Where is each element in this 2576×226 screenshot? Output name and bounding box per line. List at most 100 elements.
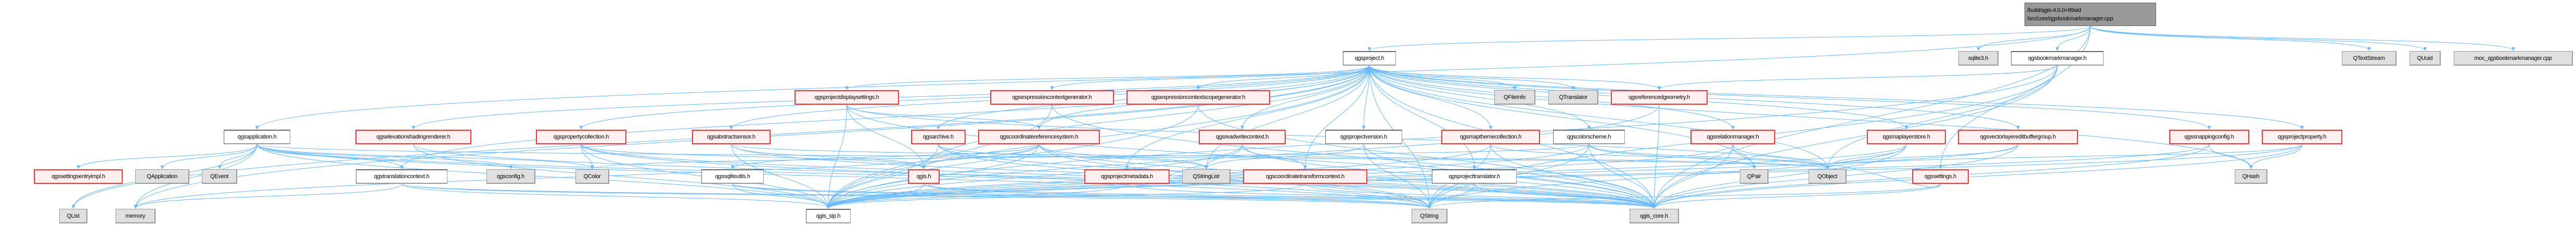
node-elev[interactable]: qgselevationshadingrenderer.h: [355, 130, 471, 144]
edge-cs-to-core: [1588, 144, 1656, 209]
node-qlist[interactable]: QList: [59, 209, 87, 223]
node-bm[interactable]: qgsbookmarkmanager.h: [2011, 51, 2104, 66]
node-tctx[interactable]: qgstranslationcontext.h: [356, 169, 447, 184]
edge-settings-to-qstring: [1428, 183, 1941, 209]
edge-proj-to-tctx: [400, 65, 1370, 169]
node-sqlite[interactable]: sqlite3.h: [1958, 51, 1998, 66]
edge-mls-to-qstring: [1428, 144, 1907, 209]
edge-mls-to-sip: [826, 144, 1907, 209]
node-pver[interactable]: qgsprojectversion.h: [1325, 130, 1402, 144]
edge-ctc-to-sip: [826, 183, 1305, 209]
node-moc[interactable]: moc_qgsbookmarkmanager.cpp: [2454, 51, 2573, 66]
edge-pds-to-qgis: [847, 104, 926, 169]
node-mtc[interactable]: qgsmapthemecollection.h: [1441, 130, 1540, 144]
edge-ecsg-to-sip: [826, 104, 1199, 209]
node-refgeom[interactable]: qgsreferencedgeometry.h: [1611, 90, 1708, 105]
node-pds[interactable]: qgsprojectdisplaysettings.h: [794, 90, 899, 105]
node-qsl[interactable]: QStringList: [1182, 169, 1231, 184]
edge-ctc-to-core: [1305, 183, 1656, 209]
edge-abs-to-qgis: [731, 144, 926, 169]
edge-tctx-to-core: [401, 183, 1656, 209]
node-abs[interactable]: qgsabstractsensor.h: [692, 130, 771, 144]
edge-proj-to-ecg: [1050, 65, 1370, 90]
node-qtr[interactable]: QTranslator: [1548, 90, 1598, 105]
edge-relm-to-core: [1652, 144, 1733, 209]
node-ctc[interactable]: qgscoordinatetransformcontext.h: [1243, 169, 1367, 184]
node-velb[interactable]: qgsvectorlayereditbuffergroup.h: [1958, 130, 2078, 144]
node-app[interactable]: qgsapplication.h: [224, 130, 290, 144]
edge-proj-to-qfi: [1369, 65, 1517, 90]
edge-rwc-to-sip: [826, 144, 1242, 209]
edge-crs-to-sqlu: [730, 144, 1040, 169]
edge-bm-to-core: [1652, 65, 2058, 209]
edge-proj-to-refgeom: [1369, 65, 1661, 90]
node-relm[interactable]: qgsrelationmanager.h: [1690, 130, 1775, 144]
node-sset[interactable]: qgssettingsentryimpl.h: [34, 169, 123, 184]
node-cs[interactable]: qgscolorscheme.h: [1553, 130, 1625, 144]
edge-proj-to-qtr: [1369, 65, 1575, 90]
edge-ptr-to-qstring: [1428, 183, 1475, 209]
edge-settings-to-qobj: [1826, 165, 1941, 187]
edge-ecg-to-sip: [826, 104, 1053, 209]
node-qevent[interactable]: QEvent: [202, 169, 237, 184]
node-qpair[interactable]: QPair: [1740, 169, 1768, 184]
node-qobj[interactable]: QObject: [1809, 169, 1847, 184]
edge-proj-to-qsl: [1204, 65, 1370, 169]
edge-rwc-to-qsl: [1204, 144, 1242, 169]
node-settings[interactable]: qgssettings.h: [1912, 169, 1969, 184]
edge-proj-to-rwc: [1240, 65, 1370, 130]
edge-abs-to-sip: [731, 144, 830, 209]
node-pprop[interactable]: qgsprojectproperty.h: [2262, 130, 2342, 144]
edge-pds-to-crs: [847, 104, 1041, 130]
node-qcolor[interactable]: QColor: [575, 169, 609, 184]
edge-refgeom-to-sip: [826, 104, 1660, 209]
node-arch[interactable]: qgsarchive.h: [911, 130, 966, 144]
edge-proj-to-propcoll: [579, 65, 1370, 130]
edge-propcoll-to-qgis: [581, 144, 926, 169]
node-sqlu[interactable]: qgssqliteutils.h: [701, 169, 764, 184]
node-pmeta[interactable]: qgsprojectmetadata.h: [1084, 169, 1170, 184]
edge-proj-to-pds: [845, 65, 1370, 90]
node-ptr[interactable]: qgsprojecttranslator.h: [1432, 169, 1517, 184]
edge-main-to-quuid: [2090, 26, 2427, 51]
edge-ptr-to-core: [1474, 183, 1656, 209]
edge-qgis-to-sip: [826, 183, 924, 209]
node-sip[interactable]: qgis_sip.h: [806, 209, 851, 223]
node-mls[interactable]: qgsmaplayerstore.h: [1867, 130, 1946, 144]
node-ecsg[interactable]: qgsexpressioncontextscopegenerator.h: [1126, 90, 1270, 105]
node-qhash[interactable]: QHash: [2235, 169, 2267, 184]
node-qfi[interactable]: QFileInfo: [1494, 90, 1535, 105]
node-rwc[interactable]: qgsreadwritecontext.h: [1199, 130, 1286, 144]
node-qts[interactable]: QTextStream: [2342, 51, 2396, 66]
edge-tctx-to-sip: [401, 183, 830, 209]
root-label-line: /src/core/qgsbookmarkmanager.cpp: [2027, 15, 2113, 22]
node-core[interactable]: qgis_core.h: [1630, 209, 1679, 223]
edge-pver-to-qstring: [1363, 144, 1431, 209]
edge-main-to-bm: [2055, 26, 2091, 51]
node-qstring[interactable]: QString: [1412, 209, 1447, 223]
node-quuid[interactable]: QUuid: [2410, 51, 2441, 66]
edge-bm-to-qobj: [1826, 65, 2058, 169]
edge-proj-to-ctc: [1303, 65, 1370, 169]
node-crs[interactable]: qgscoordinatereferencesystem.h: [978, 130, 1100, 144]
edge-mtc-to-qobj: [1490, 144, 1829, 169]
node-qgis[interactable]: qgis.h: [908, 169, 940, 184]
edge-mls-to-qobj: [1826, 144, 1907, 169]
node-proj[interactable]: qgsproject.h: [1343, 51, 1396, 66]
edge-proj-to-mtc: [1369, 65, 1493, 130]
node-qapp[interactable]: QApplication: [135, 169, 189, 184]
node-ecg[interactable]: qgsexpressioncontextgenerator.h: [990, 90, 1114, 105]
node-config[interactable]: qgsconfig.h: [486, 169, 535, 184]
node-snap[interactable]: qgssnappingconfig.h: [2169, 130, 2249, 144]
edge-tctx-to-memory: [134, 183, 402, 209]
edge-ecsg-to-core: [1198, 104, 1656, 209]
edge-ecg-to-core: [1052, 104, 1656, 209]
edge-cs-to-qcolor: [591, 144, 1590, 169]
edge-proj-to-cs: [1369, 65, 1591, 130]
node-propcoll[interactable]: qgspropertycollection.h: [536, 130, 626, 144]
edge-abs-to-qobj: [731, 144, 1829, 169]
edge-app-to-qevent: [217, 144, 258, 169]
node-main[interactable]: /build/qgis-4.0.0+99sid/src/core/qgsbook…: [2024, 3, 2156, 26]
node-memory[interactable]: memory: [116, 209, 156, 223]
